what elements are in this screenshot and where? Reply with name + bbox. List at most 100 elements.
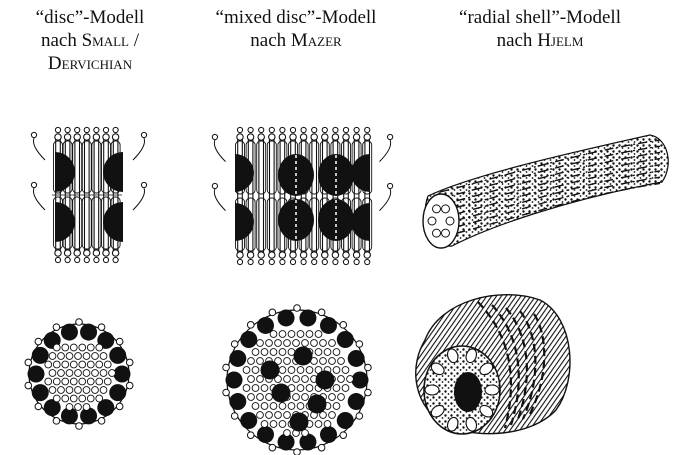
core-lipid-head — [297, 403, 304, 410]
lipid-head — [259, 259, 264, 264]
lipid-head — [75, 127, 80, 132]
core-lipid-head — [347, 376, 354, 383]
core-lipid-head — [66, 370, 73, 377]
core-lipid-head — [288, 367, 295, 374]
lipid-head — [258, 252, 264, 258]
lipid-head — [322, 252, 328, 258]
core-lipid-head — [92, 387, 99, 394]
core-lipid-head — [252, 367, 259, 374]
lipid-head — [311, 134, 317, 140]
lipid-head — [269, 252, 275, 258]
strand-end — [141, 182, 146, 187]
core-lipid-head — [96, 361, 103, 368]
lipid-head — [269, 134, 275, 140]
core-lipid-head — [49, 370, 56, 377]
core-lipid-head — [248, 376, 255, 383]
belt-apolipoprotein — [337, 331, 354, 348]
surface-lipid-head — [294, 305, 301, 312]
apolipoprotein — [103, 202, 123, 242]
mixed-disc-model-top-view — [223, 305, 371, 455]
core-lipid-head — [49, 353, 56, 360]
lipid-head — [64, 134, 70, 140]
strand-end — [31, 182, 36, 187]
lipid-head — [332, 252, 338, 258]
core-lipid-head — [62, 378, 69, 385]
core-lipid-head — [62, 395, 69, 402]
lipid-tail-pair — [92, 197, 101, 249]
embedded-apolipoprotein — [272, 384, 291, 403]
core-lipid-head — [70, 361, 77, 368]
lipid-head — [269, 259, 274, 264]
surface-lipid-head — [126, 359, 133, 366]
surface-lipid-head — [25, 382, 32, 389]
lipid-head — [290, 259, 295, 264]
core-lipid-head — [53, 361, 60, 368]
lipid-head — [237, 259, 242, 264]
lipid-head — [353, 134, 359, 140]
core-lipid-head — [79, 395, 86, 402]
strand-end — [31, 132, 36, 137]
core-lipid-head — [45, 378, 52, 385]
core-lipid-head — [324, 421, 331, 428]
lipid-head — [300, 134, 306, 140]
apolipoprotein — [235, 203, 254, 241]
core-lipid-head — [315, 421, 322, 428]
lipid-head — [74, 250, 80, 256]
surface-lipid-head — [126, 382, 133, 389]
belt-apolipoprotein — [337, 412, 354, 429]
lipid-head — [237, 134, 243, 140]
core-lipid-head — [83, 353, 90, 360]
lipid-head — [113, 127, 118, 132]
core-lipid-head — [257, 412, 264, 419]
surface-lipid-head — [356, 341, 363, 348]
lipid-head — [75, 257, 80, 262]
surface-lipid-head — [365, 389, 372, 396]
core-lipid-head — [320, 340, 327, 347]
lipid-head — [248, 259, 253, 264]
belt-apolipoprotein — [28, 366, 45, 383]
core-lipid-head — [333, 385, 340, 392]
core-lipid-head — [297, 385, 304, 392]
core-lipid-head — [297, 367, 304, 374]
core-lipid-head — [83, 404, 90, 411]
surface-lipid-head — [98, 324, 105, 331]
core-lipid-head — [275, 412, 282, 419]
strand-end — [212, 134, 217, 139]
core-lipid-head — [58, 370, 65, 377]
lipid-head — [364, 134, 370, 140]
lipid-tail-pair — [82, 141, 91, 193]
core-lipid-head — [266, 340, 273, 347]
surface-lipid-head — [340, 322, 347, 329]
core-lipid-head — [338, 376, 345, 383]
lipid-head — [113, 257, 118, 262]
surface-lipid-head — [340, 432, 347, 439]
core-lipid-head — [342, 385, 349, 392]
lipid-head — [64, 250, 70, 256]
surface-lipid-head — [223, 389, 230, 396]
core-lipid-head — [83, 387, 90, 394]
lipid-head — [84, 250, 90, 256]
lipid-head — [343, 252, 349, 258]
belt-apolipoprotein — [257, 426, 274, 443]
lipid-head — [103, 250, 109, 256]
protein-strand — [33, 188, 45, 210]
core-lipid-head — [315, 349, 322, 356]
surface-lipid-head — [223, 364, 230, 371]
disc-model-side-view — [31, 127, 146, 262]
belt-apolipoprotein — [109, 384, 126, 401]
strand-end — [141, 132, 146, 137]
lipid-head — [247, 134, 253, 140]
lipid-head — [237, 252, 243, 258]
core-lipid-head — [338, 358, 345, 365]
core-lipid-head — [279, 331, 286, 338]
core-lipid-head — [324, 349, 331, 356]
core-lipid-head — [243, 385, 250, 392]
core-lipid-head — [109, 370, 116, 377]
lipid-head — [353, 252, 359, 258]
core-lipid-head — [75, 370, 82, 377]
lipid-tail-pair — [92, 141, 101, 193]
core-lipid-head — [266, 394, 273, 401]
lipid-head — [65, 257, 70, 262]
core-lipid-head — [70, 378, 77, 385]
lipid-head — [279, 134, 285, 140]
